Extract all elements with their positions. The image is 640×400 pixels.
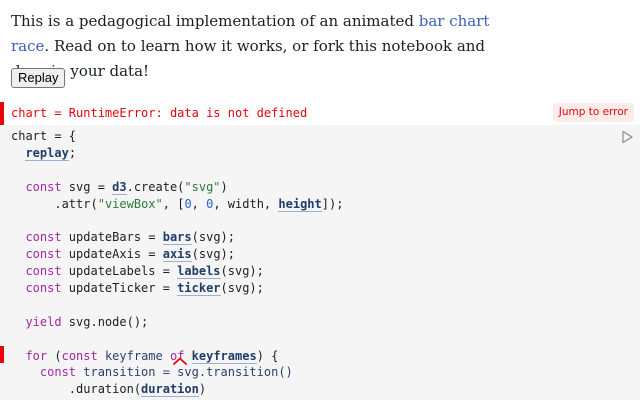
code-editor[interactable]: chart = { replay; const svg = d3.create(… [11, 128, 343, 398]
intro-paragraph: This is a pedagogical implementation of … [11, 9, 511, 84]
intro-text-end: . Read on to learn how it works, or fork… [11, 37, 486, 80]
caret-up-icon [173, 357, 187, 365]
reference-keyframes[interactable]: keyframes [191, 348, 257, 364]
play-triangle-icon[interactable] [620, 130, 634, 144]
error-line-marker [0, 346, 4, 363]
error-output: chart = RuntimeError: data is not define… [0, 102, 640, 125]
code-line: for (const keyframe of keyframes) { [25, 348, 279, 364]
code-line [11, 162, 343, 179]
code-line: .duration(duration) [68, 382, 207, 398]
code-line: const updateAxis = axis(svg); [25, 247, 235, 263]
code-line: yield svg.node(); [25, 314, 149, 329]
code-line: chart = { [11, 129, 77, 143]
code-line: const transition = svg.transition() [39, 365, 293, 380]
reference-bars[interactable]: bars [162, 230, 192, 246]
reference-ticker[interactable]: ticker [177, 281, 221, 297]
code-cell[interactable]: chart = { replay; const svg = d3.create(… [0, 125, 640, 400]
reference-labels[interactable]: labels [177, 264, 221, 280]
code-line: const updateLabels = labels(svg); [25, 264, 264, 280]
reference-duration[interactable]: duration [141, 382, 199, 398]
code-line: const updateTicker = ticker(svg); [25, 281, 264, 297]
error-message: chart = RuntimeError: data is not define… [11, 106, 308, 120]
code-line [11, 297, 343, 314]
code-line: const svg = d3.create("svg") [25, 179, 228, 195]
reference-replay[interactable]: replay [25, 145, 69, 161]
replay-button[interactable]: Replay [11, 68, 66, 88]
reference-d3[interactable]: d3 [112, 179, 127, 195]
reference-height[interactable]: height [278, 196, 322, 212]
code-line: const updateBars = bars(svg); [25, 230, 235, 246]
code-line: .attr("viewBox", [0, 0, width, height]); [54, 196, 344, 212]
code-line [11, 331, 343, 348]
reference-axis[interactable]: axis [162, 247, 192, 263]
code-line: replay; [25, 145, 77, 161]
intro-text-start: This is a pedagogical implementation of … [11, 12, 419, 30]
error-marker [0, 102, 4, 125]
code-line [11, 212, 343, 229]
jump-to-error-button[interactable]: Jump to error [552, 103, 634, 122]
bar-chart-race-link[interactable]: bar chart race [11, 12, 490, 55]
